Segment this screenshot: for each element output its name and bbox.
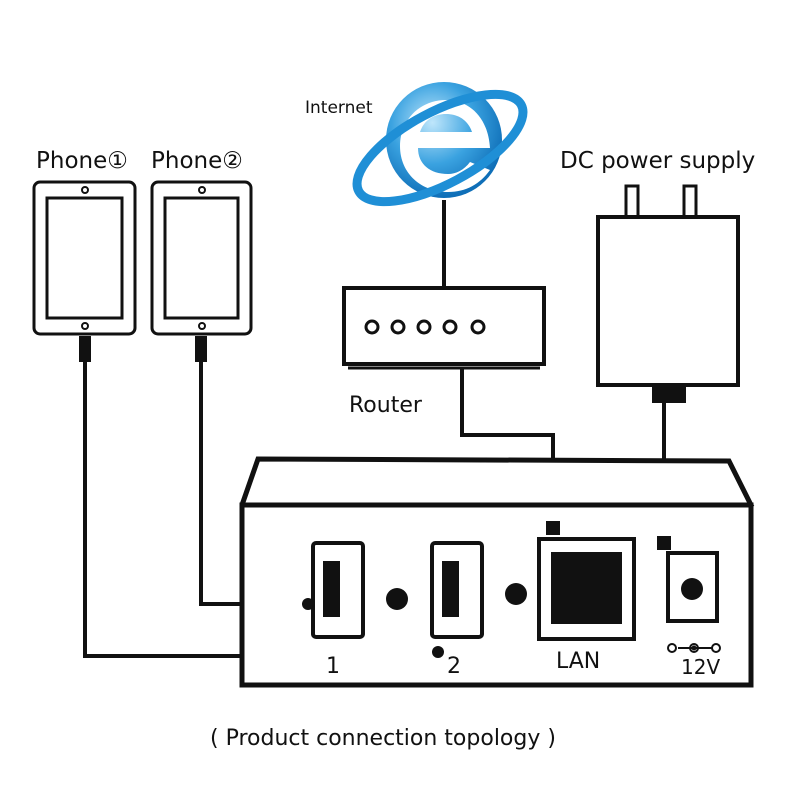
voltage-label: 12V bbox=[681, 655, 720, 679]
power-adapter-icon bbox=[596, 184, 740, 403]
internet-label: Internet bbox=[305, 98, 373, 118]
usb-port-1-icon bbox=[311, 541, 365, 639]
phone2-label: Phone② bbox=[151, 148, 243, 174]
phone2-icon bbox=[150, 180, 253, 336]
ethernet-port-icon bbox=[537, 521, 636, 641]
phone2-connector bbox=[195, 336, 207, 362]
lan-label: LAN bbox=[556, 649, 600, 674]
polarity-symbol-icon bbox=[667, 643, 721, 653]
phone1-connector bbox=[79, 336, 91, 362]
indicator-led-2 bbox=[505, 583, 527, 605]
router-icon bbox=[342, 286, 546, 370]
device-box bbox=[239, 456, 755, 688]
port1-label: 1 bbox=[326, 654, 340, 679]
usb-port-2-icon bbox=[430, 541, 484, 639]
router-label: Router bbox=[349, 393, 423, 418]
port1-plug-dot bbox=[302, 598, 314, 610]
indicator-led-1 bbox=[386, 588, 408, 610]
caption: ( Product connection topology ) bbox=[210, 726, 556, 751]
port2-plug-dot bbox=[432, 646, 444, 658]
phone1-icon bbox=[32, 180, 137, 336]
dc-power-label: DC power supply bbox=[560, 148, 755, 174]
dc-jack-icon bbox=[657, 536, 719, 623]
internet-explorer-icon bbox=[352, 82, 528, 207]
port2-label: 2 bbox=[447, 654, 461, 679]
phone1-label: Phone① bbox=[36, 148, 128, 174]
